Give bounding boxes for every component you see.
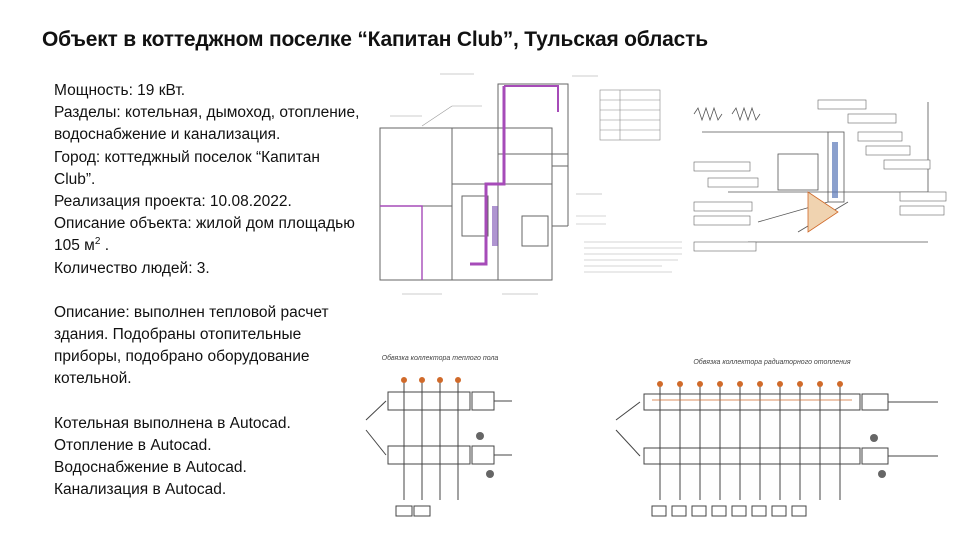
radiator-collector: Обвязка коллектора радиаторного отоплени… — [615, 358, 938, 517]
area-unit-superscript: 2 — [94, 236, 101, 248]
software-line-water: Водоснабжение в Autocad. — [54, 459, 247, 477]
page-title: Объект в коттеджном поселке “Капитан Clu… — [42, 28, 708, 51]
object-text: Описание объекта: жилой дом площадью 105… — [54, 213, 364, 257]
object-area-text: Описание объекта: жилой дом площадью 105… — [54, 215, 355, 255]
software-line-heating: Отопление в Autocad. — [54, 436, 212, 454]
object-area-suffix: . — [100, 237, 110, 255]
project-info: Мощность: 19 кВт. Разделы: котельная, ды… — [54, 80, 364, 501]
software-line-sewer: Канализация в Autocad. — [54, 481, 227, 499]
floor-collector-caption: Обвязка коллектора теплого пола — [382, 354, 499, 362]
software-line-boiler: Котельная выполнена в Autocad. — [54, 414, 291, 432]
city-text: Город: коттеджный поселок “Капитан Club”… — [54, 148, 320, 188]
floor-plan-drawing — [379, 73, 682, 295]
radiator-collector-caption: Обвязка коллектора радиаторного отоплени… — [693, 358, 851, 366]
sections-text: Разделы: котельная, дымоход, отопление, … — [54, 104, 360, 144]
power-text: Мощность: 19 кВт. — [54, 82, 186, 99]
boiler-room-schematic — [693, 99, 947, 252]
people-text: Количество людей: 3. — [54, 259, 210, 277]
description-text: Описание: выполнен тепловой расчет здани… — [54, 303, 329, 388]
date-text: Реализация проекта: 10.08.2022. — [54, 193, 292, 211]
floor-heating-collector: Обвязка коллектора теплого пола — [365, 354, 512, 517]
